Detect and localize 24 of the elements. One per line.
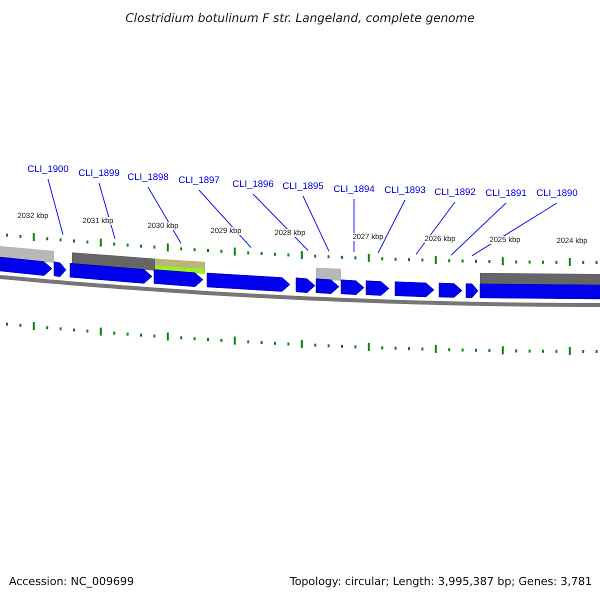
gene-label: CLI_1894 bbox=[333, 185, 375, 194]
leader-line bbox=[416, 202, 456, 255]
gene-label: CLI_1893 bbox=[384, 186, 426, 196]
genome-title: Clostridium botulinum F str. Langeland, complete genome bbox=[125, 12, 475, 24]
genome-stats-text: Topology: circular; Length: 3,995,387 bp; Genes: 3,781 bbox=[290, 576, 592, 587]
leader-line bbox=[148, 186, 182, 244]
gene-label: CLI_1890 bbox=[536, 189, 578, 198]
gene-label: CLI_1896 bbox=[232, 180, 274, 190]
leader-line bbox=[98, 182, 116, 240]
leader-line bbox=[302, 196, 330, 252]
gene-label: CLI_1898 bbox=[127, 173, 169, 182]
leader-line bbox=[48, 178, 64, 236]
gene-label: CLI_1891 bbox=[485, 189, 527, 198]
gene-label: CLI_1900 bbox=[27, 165, 69, 174]
leader-line bbox=[450, 202, 506, 256]
leader-line bbox=[198, 190, 252, 248]
gene-label: CLI_1897 bbox=[178, 176, 220, 186]
leader-line bbox=[378, 200, 406, 254]
accession-text: Accession: NC_009699 bbox=[9, 576, 134, 587]
gene-label: CLI_1895 bbox=[282, 182, 324, 192]
leader-line bbox=[472, 202, 558, 256]
gene-label: CLI_1892 bbox=[434, 188, 476, 198]
gene-label: CLI_1899 bbox=[78, 169, 120, 178]
leader-line bbox=[252, 194, 308, 251]
